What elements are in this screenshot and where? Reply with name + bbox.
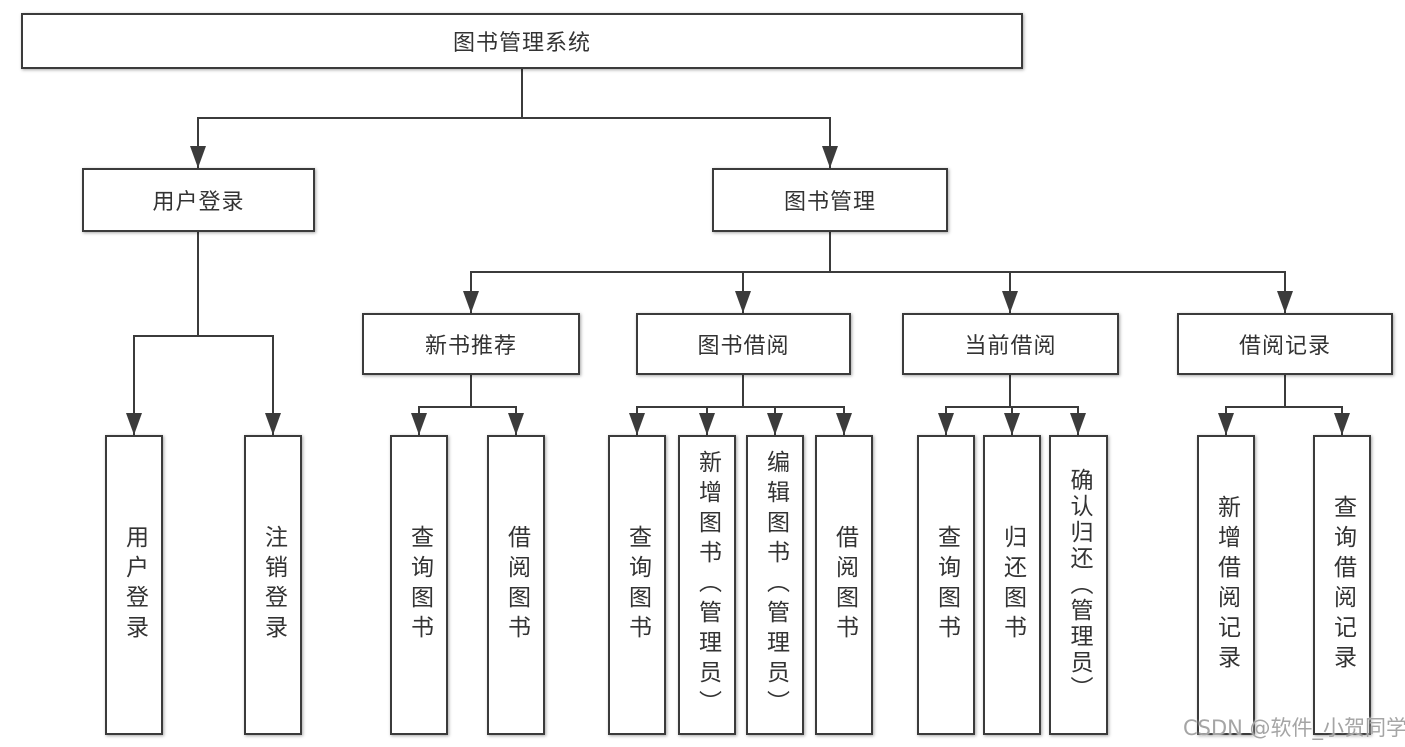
- leaf-logout-login-label: 注销登录: [260, 525, 287, 645]
- leaf-newbooks-query-books: 查询图书: [390, 435, 448, 735]
- leaf-borrow-query-books: 查询图书: [608, 435, 666, 735]
- leaf-current-return-books-label: 归还图书: [999, 525, 1026, 645]
- node-book-management-label: 图书管理: [783, 190, 876, 215]
- leaf-records-query-record-label: 查询借阅记录: [1329, 495, 1356, 675]
- leaf-current-query-books: 查询图书: [917, 435, 975, 735]
- node-book-management: 图书管理: [712, 168, 948, 232]
- leaf-newbooks-borrow-books-label: 借阅图书: [503, 525, 530, 645]
- node-current-borrow-label: 当前借阅: [964, 334, 1057, 359]
- node-borrow-records-label: 借阅记录: [1238, 334, 1331, 359]
- watermark: CSDN @软件_小贺同学: [1183, 716, 1405, 740]
- leaf-logout-login: 注销登录: [244, 435, 302, 735]
- node-new-book-recommend: 新书推荐: [362, 313, 580, 375]
- leaf-borrow-borrow-books-label: 借阅图书: [831, 525, 858, 645]
- node-user-login-label: 用户登录: [152, 190, 245, 215]
- leaf-user-login: 用户登录: [105, 435, 163, 735]
- node-book-borrow-label: 图书借阅: [697, 334, 790, 359]
- leaf-borrow-edit-books-admin: 编辑图书（管理员）: [746, 435, 804, 735]
- leaf-user-login-label: 用户登录: [121, 525, 148, 645]
- leaf-current-return-books: 归还图书: [983, 435, 1041, 735]
- leaf-records-query-record: 查询借阅记录: [1313, 435, 1371, 735]
- leaf-records-add-record: 新增借阅记录: [1197, 435, 1255, 735]
- node-user-login: 用户登录: [82, 168, 315, 232]
- node-root-label: 图书管理系统: [452, 31, 591, 56]
- leaf-current-confirm-return-admin: 确认归还（管理员）: [1049, 435, 1108, 735]
- leaf-borrow-borrow-books: 借阅图书: [815, 435, 873, 735]
- leaf-borrow-add-books-admin-label: 新增图书（管理员）: [694, 450, 721, 720]
- node-book-borrow: 图书借阅: [636, 313, 851, 375]
- leaf-borrow-edit-books-admin-label: 编辑图书（管理员）: [762, 450, 789, 720]
- node-current-borrow: 当前借阅: [902, 313, 1119, 375]
- leaf-current-query-books-label: 查询图书: [933, 525, 960, 645]
- node-borrow-records: 借阅记录: [1177, 313, 1393, 375]
- leaf-newbooks-borrow-books: 借阅图书: [487, 435, 545, 735]
- leaf-borrow-add-books-admin: 新增图书（管理员）: [678, 435, 736, 735]
- leaf-records-add-record-label: 新增借阅记录: [1213, 495, 1240, 675]
- leaf-current-confirm-return-admin-label: 确认归还（管理员）: [1066, 468, 1092, 702]
- leaf-newbooks-query-books-label: 查询图书: [406, 525, 433, 645]
- leaf-borrow-query-books-label: 查询图书: [624, 525, 651, 645]
- node-root: 图书管理系统: [21, 13, 1023, 69]
- node-new-book-recommend-label: 新书推荐: [424, 334, 517, 359]
